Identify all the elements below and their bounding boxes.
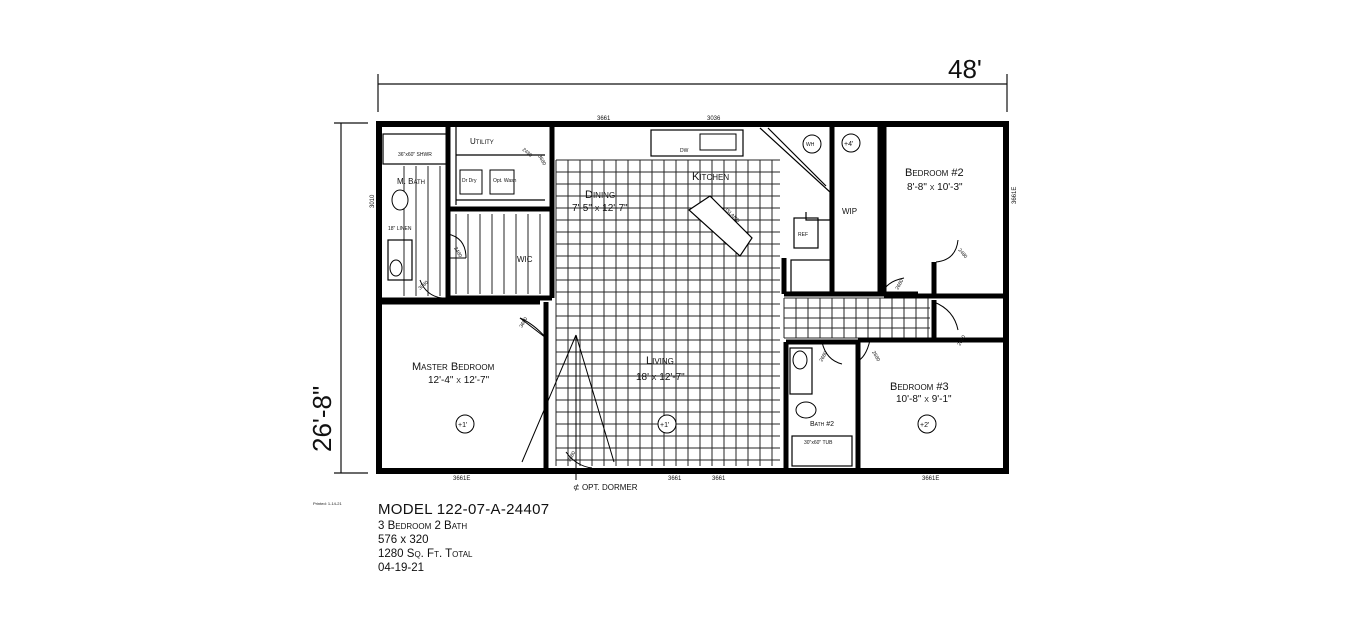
revision-date: 04-19-21 [378, 562, 425, 574]
thin-walls [382, 126, 853, 467]
sink-bath2 [792, 350, 808, 370]
room-labels: M. Bath Utility Dining 7'-5" x 12'-7" Ki… [397, 137, 964, 428]
wh-label: WH [806, 142, 815, 148]
tub-label: 30"x60" TUB [804, 440, 833, 446]
window-top-2: 3036 [707, 116, 721, 122]
dw-label: DW [680, 148, 689, 154]
dining-size: 7'-5" x 12'-7" [572, 203, 628, 214]
interior-walls [381, 126, 1004, 470]
width-label: 48' [948, 54, 982, 84]
dryer-box [459, 169, 483, 195]
door-3: 2680 [895, 278, 906, 291]
fixture-labels: 36"x60" SHWR 30"x60" TUB Dr Dry Opt. Was… [388, 142, 833, 446]
toilet-mbath [391, 189, 409, 211]
window-labels: 3661 3036 3661E 3661E 3661 3661 3661E 30… [370, 116, 1018, 482]
door-labels: 2480 3680 2680 2480 2680 2680 2680 3080 … [417, 147, 968, 463]
marker-2: +1' [660, 422, 669, 429]
window-right: 3661E [1012, 187, 1018, 204]
living-name: Living [646, 355, 674, 367]
sink-mbath [389, 259, 403, 277]
marker-4: +4' [844, 141, 853, 148]
dryer-label: Dr Dry [462, 178, 477, 184]
linen-label: 18" LINEN [388, 226, 412, 232]
marker-3: +2' [920, 422, 929, 429]
kitchen-island [688, 195, 753, 257]
door-2: 3680 [519, 316, 530, 329]
wh-circle [802, 134, 822, 154]
square-feet: 1280 Sq. Ft. Total [378, 548, 473, 560]
depth-label: 26'-8" [307, 386, 337, 452]
floor-grid [403, 159, 930, 466]
print-stamp: Printed: 1-14-21 [313, 501, 342, 506]
utility-label: Utility [470, 137, 494, 146]
master-name: Master Bedroom [412, 361, 495, 373]
window-bottom-2: 3661 [668, 476, 682, 482]
sink-kitchen [699, 133, 737, 151]
door-swings [419, 233, 959, 469]
marker-1: +1' [458, 422, 467, 429]
door-5: 2680 [957, 334, 968, 347]
m-bath-label: M. Bath [397, 177, 425, 186]
kitchen-label: Kitchen [692, 171, 729, 183]
wic-label: WIC [517, 255, 533, 264]
living-size: 18' x 12'-7" [636, 372, 685, 383]
bedroom3-size: 10'-8" x 9'-1" [896, 394, 952, 405]
washer-label: Opt. Wash [493, 178, 517, 184]
bedroom3-name: Bedroom #3 [890, 381, 949, 393]
dining-name: Dining [585, 189, 615, 201]
master-size: 12'-4" x 12'-7" [428, 375, 490, 386]
bath2-label: Bath #2 [810, 421, 834, 428]
exterior-wall [376, 121, 1009, 474]
window-bottom-1: 3661E [453, 476, 470, 482]
model-info: MODEL 122-07-A-24407 3 Bedroom 2 Bath 57… [378, 501, 550, 575]
door-4: 2480 [956, 247, 968, 260]
wip-label: WIP [842, 207, 857, 216]
bedroom2-size: 8'-8" x 10'-3" [907, 182, 963, 193]
door-9: 2680 [567, 450, 578, 463]
width-dimension [377, 74, 1008, 112]
shower-label: 36"x60" SHWR [398, 152, 432, 158]
window-bottom-4: 3661E [922, 476, 939, 482]
opt-dormer-lines [521, 334, 615, 480]
door-6: 2680 [870, 350, 881, 363]
window-bottom-3: 3661 [712, 476, 726, 482]
marker-circle-2 [657, 414, 677, 434]
marker-circle-4 [841, 133, 861, 153]
opt-dormer-label: ⊄ OPT. DORMER [573, 483, 638, 492]
window-left: 3010 [370, 194, 376, 208]
marker-circle-1 [455, 414, 475, 434]
door-7: 2680 [819, 350, 830, 363]
door-1: 2480 [452, 246, 463, 259]
door-8: 3080 [417, 280, 430, 292]
door-10: 2480 [521, 147, 534, 159]
depth-dimension [334, 122, 368, 474]
window-top-1: 3661 [597, 116, 611, 122]
door-11: 3680 [536, 154, 547, 167]
level-markers: +1' +1' +2' +4' [458, 141, 929, 429]
bedroom2-name: Bedroom #2 [905, 167, 964, 179]
fixtures [389, 133, 937, 434]
washer-box [489, 169, 515, 195]
marker-circle-3 [917, 414, 937, 434]
model-number: MODEL 122-07-A-24407 [378, 501, 550, 518]
toilet-bath2 [795, 401, 817, 419]
beds-baths: 3 Bedroom 2 Bath [378, 520, 468, 532]
ref-label: REF [798, 232, 808, 238]
home-size: 576 x 320 [378, 534, 429, 546]
